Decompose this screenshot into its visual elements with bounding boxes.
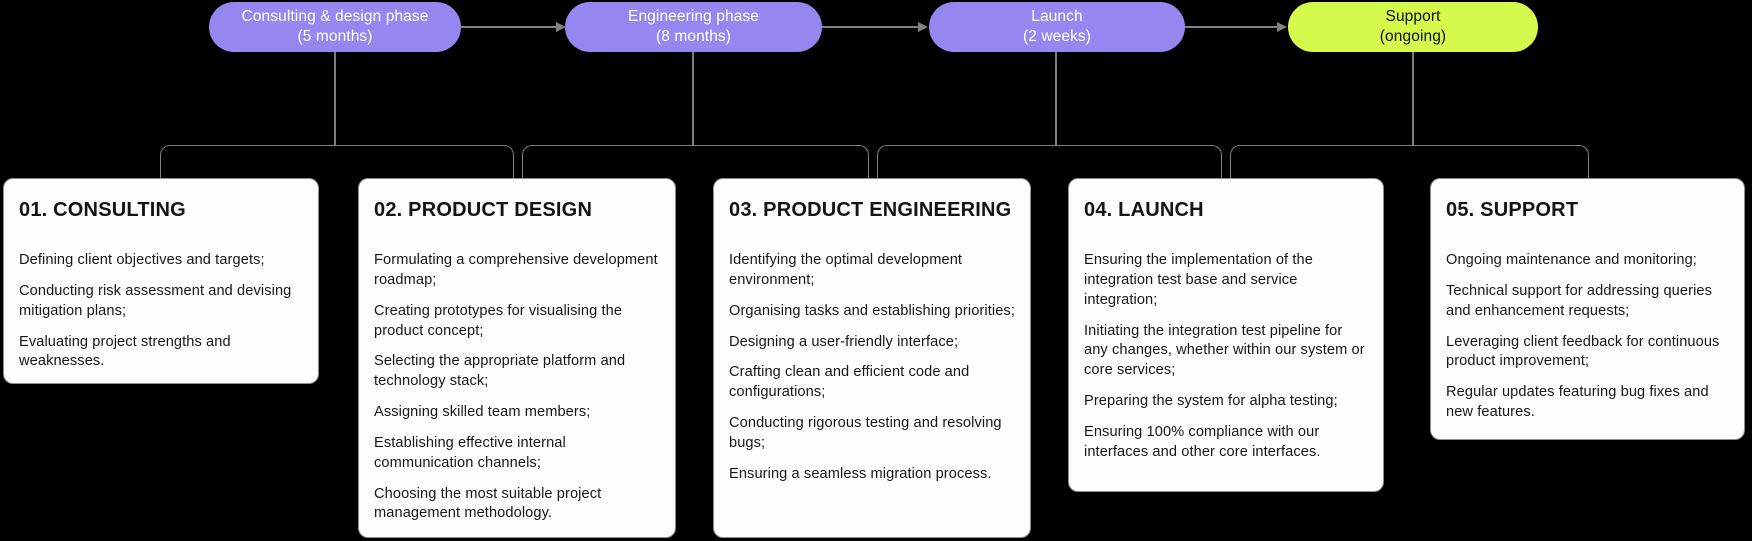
phase-pill-label: Consulting & design phase bbox=[241, 7, 429, 25]
phase-pill-engineering: Engineering phase (8 months) bbox=[565, 2, 822, 52]
card-item: Evaluating project strengths and weaknes… bbox=[19, 333, 231, 370]
phase-pill-consulting-design: Consulting & design phase (5 months) bbox=[209, 2, 461, 52]
arrow-right-icon bbox=[918, 21, 928, 32]
card-title: 04. LAUNCH bbox=[1084, 199, 1204, 221]
phase-pill-duration: (5 months) bbox=[297, 28, 373, 45]
arrow-connector bbox=[1185, 26, 1279, 28]
card-title: 02. PRODUCT DESIGN bbox=[374, 199, 593, 221]
drop-connector bbox=[1412, 52, 1414, 145]
card-item: Conducting risk assessment and devising … bbox=[19, 282, 292, 319]
card-item: Technical support for addressing queries… bbox=[1446, 282, 1713, 319]
phase-pill-duration: (ongoing) bbox=[1379, 28, 1447, 45]
card-product-engineering: 03. PRODUCT ENGINEERING Identifying the … bbox=[713, 178, 1031, 538]
card-item: Initiating the integration test pipeline… bbox=[1084, 322, 1365, 379]
card-item: Choosing the most suitable project manag… bbox=[374, 485, 602, 522]
card-item: Identifying the optimal development envi… bbox=[729, 252, 963, 288]
card-item: Selecting the appropriate platform and t… bbox=[374, 353, 626, 390]
card-title: 05. SUPPORT bbox=[1446, 199, 1579, 221]
card-item: Defining client objectives and targets; bbox=[19, 252, 265, 268]
drop-connector bbox=[692, 52, 694, 145]
phase-pill-launch: Launch (2 weeks) bbox=[929, 2, 1185, 52]
phase-pill-label: Engineering phase bbox=[628, 7, 759, 25]
bracket-connector bbox=[522, 145, 869, 178]
card-item: Conducting rigorous testing and resolvin… bbox=[729, 415, 1002, 451]
card-item: Ensuring 100% compliance with our interf… bbox=[1084, 423, 1321, 460]
card-item: Formulating a comprehensive development … bbox=[374, 252, 658, 288]
card-support: 05. SUPPORT Ongoing maintenance and moni… bbox=[1430, 178, 1745, 440]
drop-connector bbox=[1055, 52, 1057, 145]
arrow-right-icon bbox=[556, 21, 566, 32]
card-item: Ongoing maintenance and monitoring; bbox=[1446, 252, 1697, 268]
card-product-design: 02. PRODUCT DESIGN Formulating a compreh… bbox=[358, 178, 676, 538]
card-consulting: 01. CONSULTING Defining client objective… bbox=[3, 178, 319, 384]
arrow-right-icon bbox=[1277, 21, 1287, 32]
card-item: Organising tasks and establishing priori… bbox=[729, 302, 1015, 319]
phase-pill-duration: (2 weeks) bbox=[1022, 28, 1092, 45]
bracket-connector bbox=[877, 145, 1222, 178]
card-item: Leveraging client feedback for continuou… bbox=[1446, 333, 1720, 370]
card-title: 03. PRODUCT ENGINEERING bbox=[729, 199, 1012, 221]
card-item: Preparing the system for alpha testing; bbox=[1084, 393, 1338, 410]
card-item: Assigning skilled team members; bbox=[374, 404, 591, 421]
card-title: 01. CONSULTING bbox=[19, 199, 186, 221]
card-item: Designing a user-friendly interface; bbox=[729, 333, 959, 350]
bracket-connector bbox=[1230, 145, 1589, 178]
card-item: Regular updates featuring bug fixes and … bbox=[1446, 384, 1709, 421]
card-item: Ensuring a seamless migration process. bbox=[729, 465, 992, 482]
card-item: Establishing effective internal communic… bbox=[374, 434, 566, 471]
arrow-connector bbox=[822, 26, 920, 28]
card-item: Creating prototypes for visualising the … bbox=[374, 302, 623, 339]
phase-pill-label: Launch bbox=[1031, 7, 1083, 25]
bracket-connector bbox=[160, 145, 514, 178]
arrow-connector bbox=[461, 26, 558, 28]
card-item: Ensuring the implementation of the integ… bbox=[1084, 252, 1313, 308]
phase-pill-duration: (8 months) bbox=[655, 28, 732, 45]
drop-connector bbox=[334, 52, 336, 145]
phase-pill-label: Support bbox=[1385, 7, 1441, 25]
card-launch: 04. LAUNCH Ensuring the implementation o… bbox=[1068, 178, 1384, 492]
card-item: Crafting clean and efficient code and co… bbox=[729, 364, 970, 401]
phase-pill-support: Support (ongoing) bbox=[1288, 2, 1538, 52]
